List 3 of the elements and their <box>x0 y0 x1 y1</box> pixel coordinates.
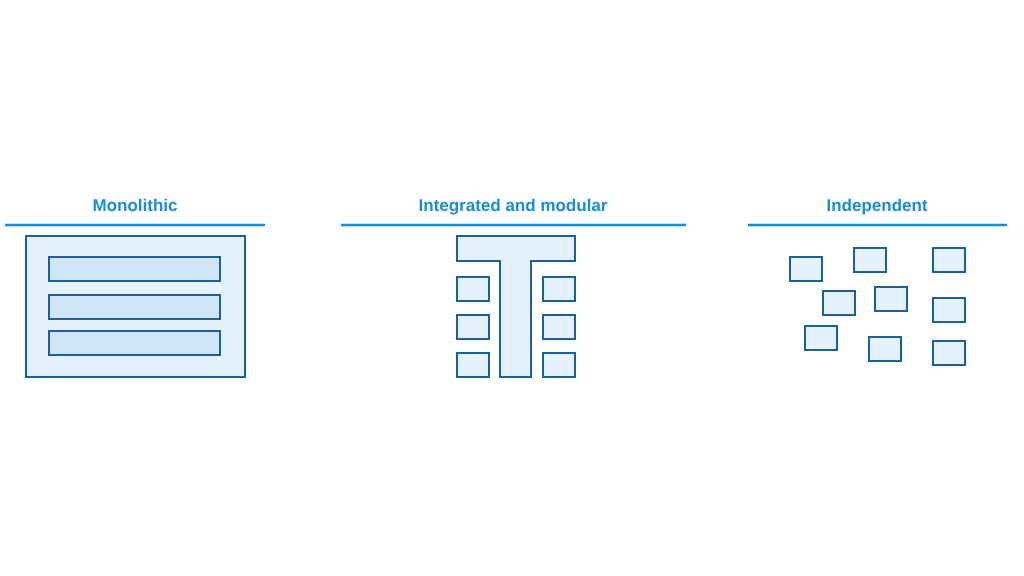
heading: Independent <box>827 198 928 215</box>
heading: Integrated and modular <box>419 198 608 215</box>
heading: Monolithic <box>93 198 178 212</box>
